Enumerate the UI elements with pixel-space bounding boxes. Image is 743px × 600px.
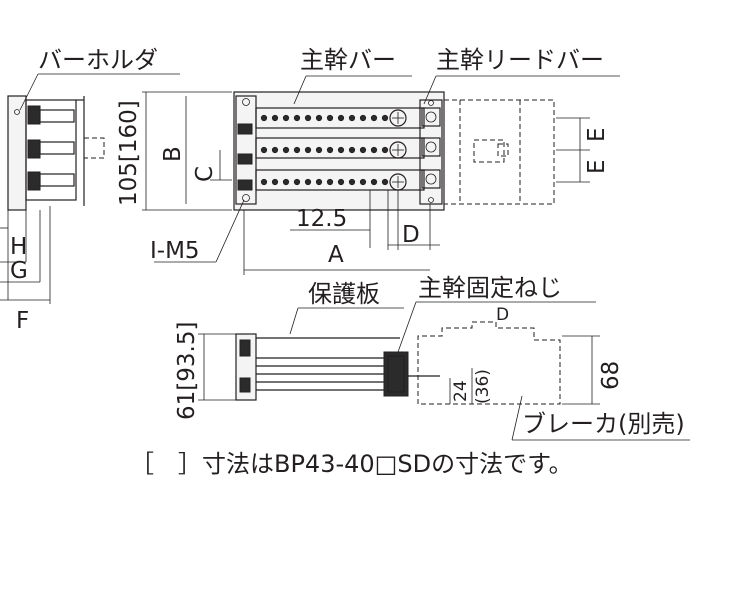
dim-b: B [160,146,186,162]
terminal-hole [337,178,345,186]
terminal-hole [282,114,290,122]
dim-36: (36) [473,369,493,404]
terminal-hole [370,178,378,186]
terminal-hole [260,114,268,122]
terminal-hole [370,146,378,154]
terminal-hole [348,178,356,186]
main-bar-label: 主幹バー [300,46,396,74]
terminal-hole [293,146,301,154]
dim-68: 68 [598,361,624,390]
side-view [7,73,180,211]
terminal-hole [348,114,356,122]
dim-c: C [192,166,218,182]
protective-plate-label: 保護板 [308,280,380,308]
dim-e-top: E [584,127,610,142]
terminal-hole [381,114,389,122]
terminal-hole [348,146,356,154]
terminal-hole [337,114,345,122]
bar-holder-label: バーホルダ [38,46,158,74]
dim-f: F [16,308,29,334]
dim-e-bottom: E [584,159,610,174]
dim-61-93-5: 61[93.5] [174,322,200,420]
terminal-hole [315,178,323,186]
terminal-hole [359,114,367,122]
terminal-hole [370,114,378,122]
terminal-hole [260,178,268,186]
terminal-hole [315,146,323,154]
terminal-hole [304,178,312,186]
side-dimensions [0,206,51,304]
dim-g: G [10,258,28,284]
dim-24: 24 [451,380,471,402]
main-fixing-screw-label: 主幹固定ねじ [418,274,562,302]
bar-terminal-holes [260,114,389,186]
front-dimensions [198,333,600,405]
terminal-hole [326,114,334,122]
dim-i-m5: I-M5 [150,238,200,264]
terminal-hole [271,114,279,122]
terminal-hole [337,146,345,154]
terminal-hole [315,114,323,122]
front-view [235,301,690,441]
terminal-hole [293,114,301,122]
terminal-hole [326,146,334,154]
note-text: ［ ］寸法はBP43-40□SDの寸法です。 [130,450,573,478]
dim-d-top: D [496,305,509,325]
dim-a: A [328,242,344,268]
terminal-hole [359,178,367,186]
dim-105-160: 105[160] [116,100,142,206]
terminal-hole [293,178,301,186]
terminal-hole [282,178,290,186]
terminal-hole [381,178,389,186]
terminal-hole [304,114,312,122]
terminal-hole [271,146,279,154]
dim-d: D [402,222,420,248]
breaker-label: ブレーカ(別売) [522,410,685,438]
terminal-hole [326,178,334,186]
dim-h: H [10,234,27,260]
terminal-hole [260,146,268,154]
terminal-hole [359,146,367,154]
terminal-hole [304,146,312,154]
main-lead-bar-label: 主幹リードバー [436,46,604,74]
terminal-hole [271,178,279,186]
dim-12-5: 12.5 [296,206,347,232]
terminal-hole [381,146,389,154]
top-dimensions [142,91,590,275]
top-view [233,75,620,211]
terminal-hole [282,146,290,154]
